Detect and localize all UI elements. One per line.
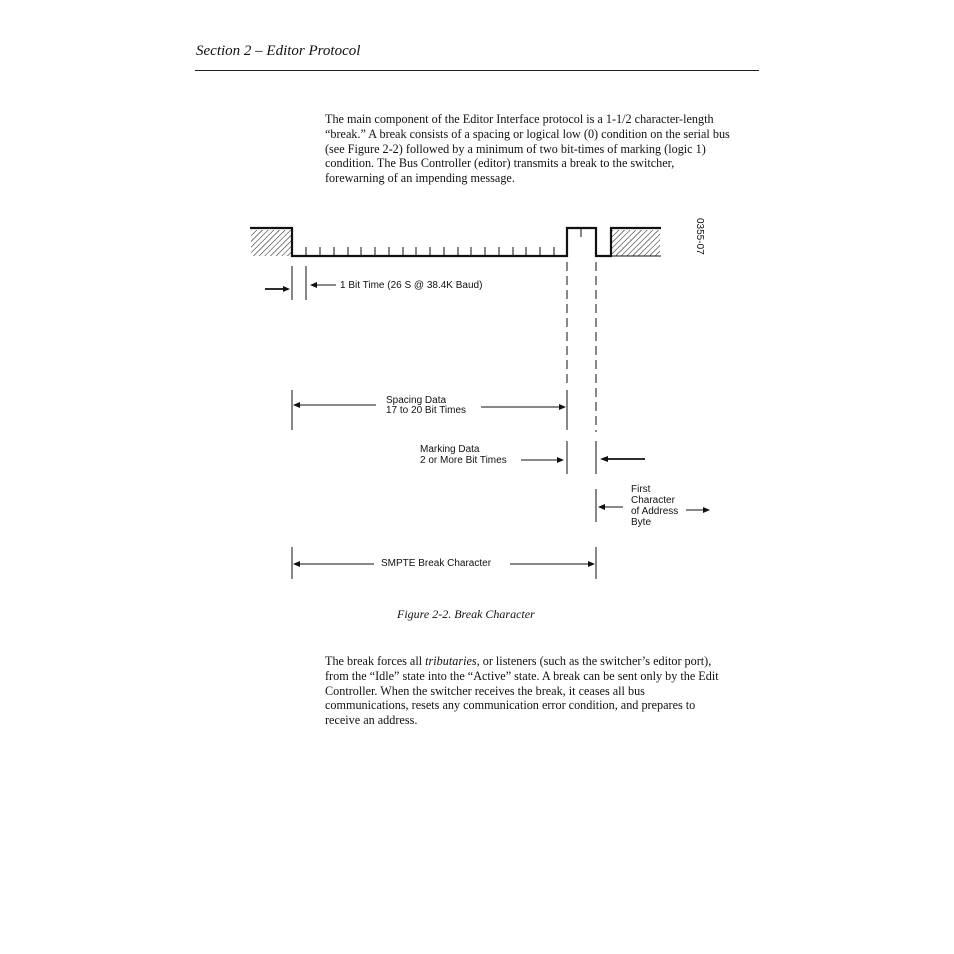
body-line: Controller. When the switcher receives t…	[325, 683, 645, 698]
first-char-arrowhead-forward	[703, 507, 710, 513]
marking-label-line1: Marking Data	[420, 444, 480, 455]
marking-label-line2: 2 or More Bit Times	[420, 455, 507, 466]
first-char-arrowhead-back	[598, 504, 605, 510]
intro-paragraph: The main component of the Editor Interfa…	[325, 112, 765, 186]
bit-time-label: 1 Bit Time (26 S @ 38.4K Baud)	[340, 280, 482, 291]
spacing-label-line2: 17 to 20 Bit Times	[386, 405, 466, 416]
figure-id-tag: 0355-07	[694, 218, 705, 255]
spacing-arrowhead-right	[559, 404, 566, 410]
intro-line: (see Figure 2-2) followed by a minimum o…	[325, 141, 706, 156]
first-char-label-line4: Byte	[631, 517, 651, 528]
intro-line: “break.” A break consists of a spacing o…	[325, 126, 730, 141]
smpte-label: SMPTE Break Character	[381, 558, 492, 569]
body-line: communications, resets any communication…	[325, 698, 696, 713]
body-line: receive an address.	[325, 713, 418, 728]
idle-hatch-left	[251, 230, 292, 256]
section-header: Section 2 – Editor Protocol	[196, 43, 361, 59]
header-rule	[195, 70, 759, 71]
body-line: from the “Idle” state into the “Active” …	[325, 668, 719, 683]
first-char-label-line3: of Address	[631, 506, 678, 517]
spacing-arrowhead-left	[293, 402, 300, 408]
intro-line: forewarning of an impending message.	[325, 171, 515, 186]
intro-line: The main component of the Editor Interfa…	[325, 112, 714, 126]
body-emphasis: tributaries	[425, 654, 477, 668]
idle-hatch-right	[611, 230, 660, 256]
marking-arrowhead-in	[557, 457, 564, 463]
body-line: The break forces all tributaries, or lis…	[325, 654, 765, 669]
marking-arrowhead-out	[600, 456, 608, 462]
intro-line: condition. The Bus Controller (editor) t…	[325, 156, 675, 171]
figure-caption: Figure 2-2. Break Character	[397, 607, 535, 621]
spacing-label-line1: Spacing Data	[386, 395, 446, 406]
bit-time-arrowhead-out	[310, 282, 317, 288]
body-text: , or listeners (such as the switcher’s e…	[476, 654, 712, 668]
smpte-arrowhead-left	[293, 561, 300, 567]
serial-waveform	[250, 226, 661, 258]
smpte-arrowhead-right	[588, 561, 595, 567]
bit-time-arrowhead-in	[283, 286, 290, 292]
body-text: The break forces all	[325, 654, 426, 668]
first-char-label-line1: First	[631, 484, 651, 495]
bit-ticks	[305, 228, 582, 256]
first-char-label-line2: Character	[631, 495, 676, 506]
body-paragraph: The break forces all tributaries, or lis…	[325, 654, 765, 728]
